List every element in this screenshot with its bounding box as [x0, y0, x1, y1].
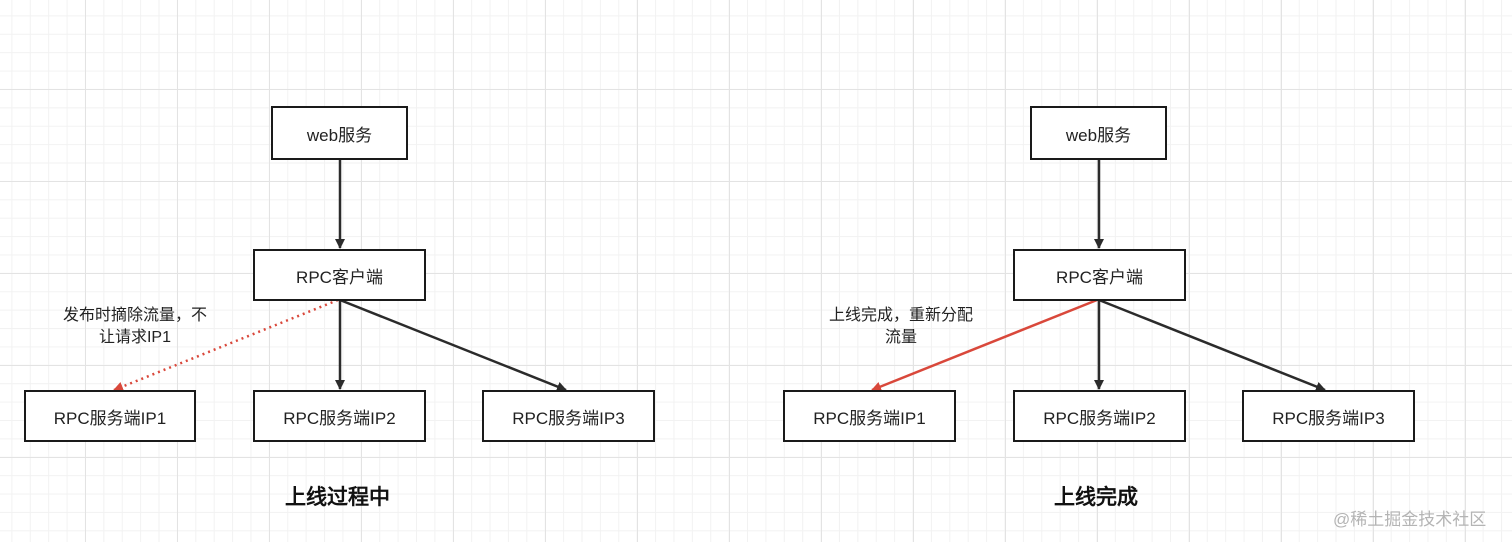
traffic-removal-note: 发布时摘除流量，不 让请求IP1 — [40, 305, 230, 349]
web-service-node-right: web服务 — [1030, 106, 1167, 160]
edge-client-to-ip3-right — [1098, 298, 1326, 392]
rpc-client-node-right: RPC客户端 — [1013, 249, 1186, 301]
rpc-client-node-left: RPC客户端 — [253, 249, 426, 301]
rpc-server-ip1-node-left: RPC服务端IP1 — [24, 390, 196, 442]
watermark-text: @稀土掘金技术社区 — [1333, 510, 1487, 529]
traffic-redistribution-note: 上线完成，重新分配 流量 — [806, 305, 996, 349]
rpc-server-ip3-node-left: RPC服务端IP3 — [482, 390, 655, 442]
note-line: 流量 — [884, 329, 917, 346]
caption-in-progress: 上线过程中 — [285, 486, 390, 509]
edge-client-to-ip1-right — [871, 298, 1098, 392]
edge-client-to-ip3-left — [339, 298, 567, 392]
rpc-server-ip2-node-right: RPC服务端IP2 — [1013, 390, 1186, 442]
rpc-server-ip3-node-right: RPC服务端IP3 — [1242, 390, 1415, 442]
note-line: 让请求IP1 — [98, 329, 172, 346]
note-line: 发布时摘除流量，不 — [62, 307, 207, 324]
note-line: 上线完成，重新分配 — [828, 307, 973, 324]
edge-client-to-ip1-left — [113, 298, 339, 392]
web-service-node-left: web服务 — [271, 106, 408, 160]
rpc-server-ip2-node-left: RPC服务端IP2 — [253, 390, 426, 442]
rpc-server-ip1-node-right: RPC服务端IP1 — [783, 390, 956, 442]
caption-completed: 上线完成 — [1054, 486, 1138, 509]
